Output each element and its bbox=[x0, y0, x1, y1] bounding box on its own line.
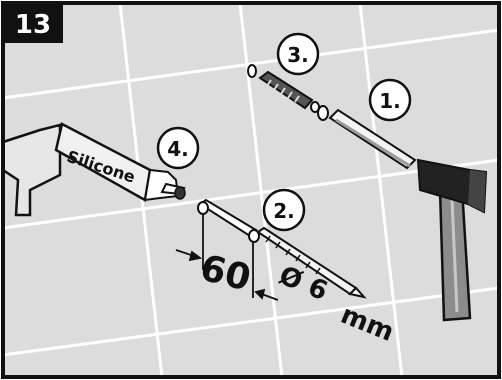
step-marker-1-label: 1. bbox=[379, 89, 401, 113]
step-number-badge: 13 bbox=[3, 3, 63, 43]
step-marker-3: 3. bbox=[276, 32, 320, 76]
depth-dimension bbox=[175, 214, 279, 301]
step-marker-4-label: 4. bbox=[167, 137, 189, 161]
step-marker-1: 1. bbox=[368, 78, 412, 122]
step-marker-3-label: 3. bbox=[287, 43, 309, 67]
drill-bit bbox=[197, 198, 367, 299]
step-marker-2: 2. bbox=[262, 188, 306, 232]
step-number: 13 bbox=[15, 10, 51, 40]
hammer-icon bbox=[416, 158, 488, 322]
screw-rod bbox=[317, 105, 417, 170]
step-marker-2-label: 2. bbox=[273, 199, 295, 223]
step-marker-4: 4. bbox=[156, 126, 200, 170]
wall-plug bbox=[247, 64, 320, 113]
caulking-gun-icon bbox=[1, 122, 186, 217]
